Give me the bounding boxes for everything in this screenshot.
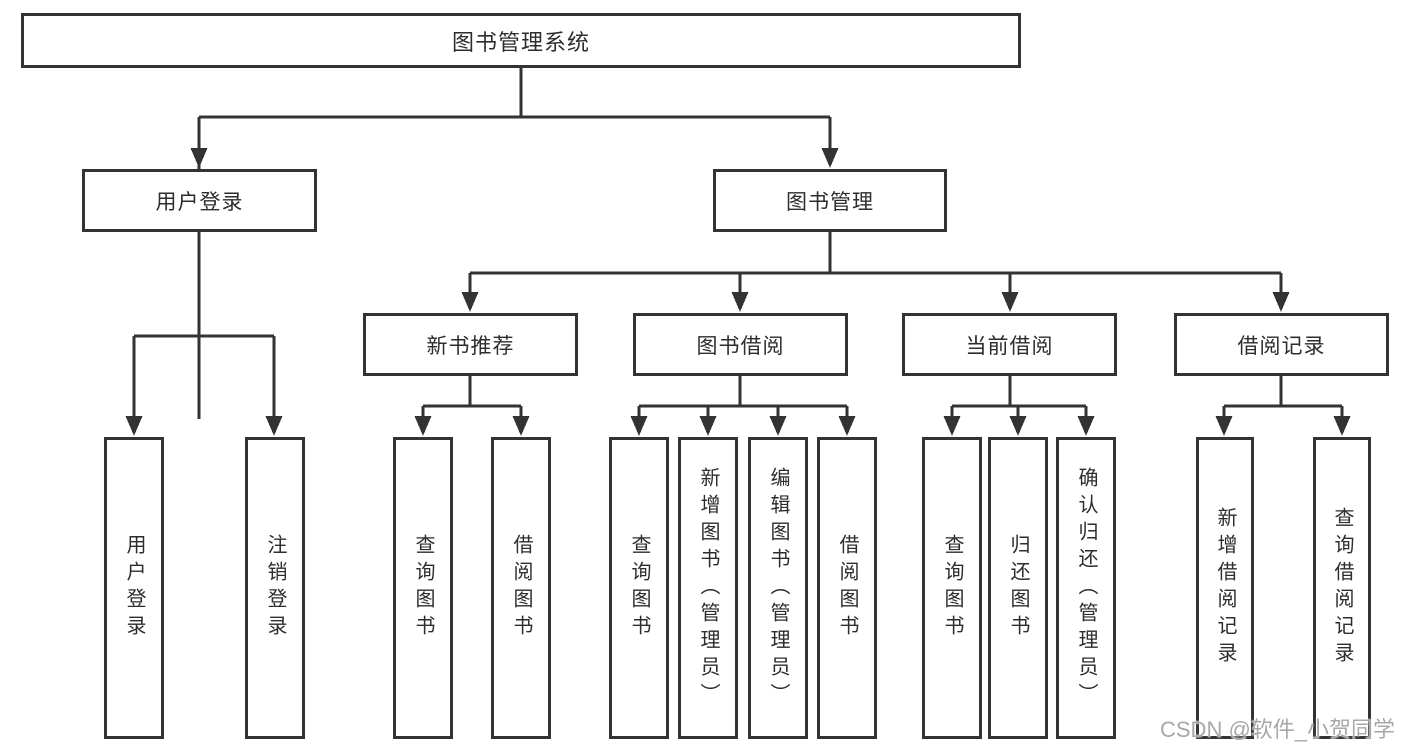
leaf-label: 借阅图书 bbox=[510, 534, 532, 642]
node-label: 新书推荐 bbox=[426, 334, 515, 358]
leaf-label: 归还图书 bbox=[1007, 534, 1029, 642]
leaf-return-books: 归还图书 bbox=[988, 437, 1048, 739]
leaf-query-books-recommend: 查询图书 bbox=[393, 437, 453, 739]
leaf-borrow-books: 借阅图书 bbox=[817, 437, 877, 739]
leaf-label: 查询图书 bbox=[941, 534, 963, 642]
node-label: 图书管理系统 bbox=[451, 29, 590, 55]
leaf-query-books-current: 查询图书 bbox=[922, 437, 982, 739]
leaf-label: 查询借阅记录 bbox=[1331, 507, 1353, 669]
leaf-add-borrow-record: 新增借阅记录 bbox=[1196, 437, 1254, 739]
node-new-book-recommendation: 新书推荐 bbox=[363, 313, 578, 376]
leaf-label: 编辑图书（管理员） bbox=[767, 466, 789, 710]
leaf-label: 查询图书 bbox=[628, 534, 650, 642]
leaf-edit-books-admin: 编辑图书（管理员） bbox=[748, 437, 808, 739]
node-library-management-system: 图书管理系统 bbox=[21, 13, 1021, 68]
node-current-borrowing: 当前借阅 bbox=[902, 313, 1117, 376]
node-borrowing-records: 借阅记录 bbox=[1174, 313, 1389, 376]
node-label: 借阅记录 bbox=[1237, 334, 1326, 358]
node-label: 用户登录 bbox=[155, 190, 244, 214]
leaf-label: 确认归还（管理员） bbox=[1075, 466, 1097, 710]
leaf-label: 新增图书（管理员） bbox=[697, 466, 719, 710]
node-book-management: 图书管理 bbox=[713, 169, 947, 232]
leaf-confirm-return-admin: 确认归还（管理员） bbox=[1056, 437, 1116, 739]
leaf-query-borrow-record: 查询借阅记录 bbox=[1313, 437, 1371, 739]
node-label: 图书管理 bbox=[786, 190, 874, 214]
leaf-logout: 注销登录 bbox=[245, 437, 305, 739]
leaf-add-books-admin: 新增图书（管理员） bbox=[678, 437, 738, 739]
node-user-login: 用户登录 bbox=[82, 169, 317, 232]
leaf-label: 用户登录 bbox=[123, 534, 145, 642]
node-book-borrowing: 图书借阅 bbox=[633, 313, 848, 376]
leaf-label: 查询图书 bbox=[412, 534, 434, 642]
leaf-query-books-borrowing: 查询图书 bbox=[609, 437, 669, 739]
leaf-label: 新增借阅记录 bbox=[1214, 507, 1236, 669]
leaf-borrow-books-recommend: 借阅图书 bbox=[491, 437, 551, 739]
node-label: 当前借阅 bbox=[965, 334, 1054, 358]
node-label: 图书借阅 bbox=[696, 334, 785, 358]
leaf-label: 借阅图书 bbox=[836, 534, 858, 642]
csdn-watermark: CSDN @软件_小贺同学 bbox=[1160, 717, 1396, 742]
leaf-label: 注销登录 bbox=[264, 534, 286, 642]
leaf-user-login: 用户登录 bbox=[104, 437, 164, 739]
